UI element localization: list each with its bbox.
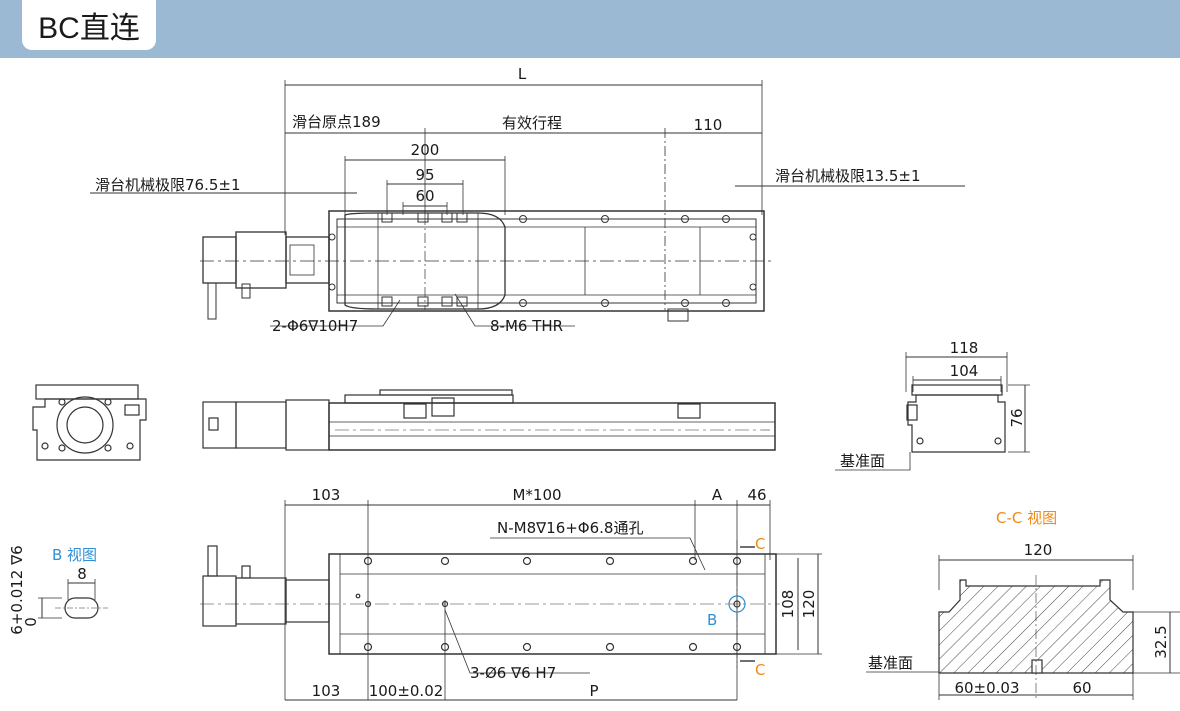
bottom-view (200, 500, 822, 701)
limit-right-label: 滑台机械极限13.5±1 (775, 167, 921, 185)
dim-100: 100±0.02 (369, 682, 444, 700)
page-title: BC直连 (22, 0, 156, 50)
dim-103-bottom: 103 (312, 682, 341, 700)
dim-zero: 0 (22, 617, 40, 627)
dim-60: 60 (1072, 679, 1091, 697)
dim-P: P (589, 682, 598, 700)
dim-46: 46 (747, 486, 766, 504)
dim-tolerance: 6+0.012 ∇6 (8, 545, 26, 634)
top-view (90, 80, 965, 327)
dim-110: 110 (694, 116, 723, 134)
dim-60-tol: 60±0.03 (954, 679, 1019, 697)
datum-label-end: 基准面 (840, 452, 885, 470)
dim-60: 60 (415, 187, 434, 205)
dim-76: 76 (1008, 408, 1026, 427)
dim-118: 118 (950, 339, 979, 357)
dim-120-cc: 120 (1024, 541, 1053, 559)
datum-label-cc: 基准面 (868, 654, 913, 672)
cc-view (866, 555, 1180, 700)
thread-note: 8-M6 THR (490, 317, 563, 335)
dim-L: L (518, 65, 527, 83)
b-view-title: B 视图 (52, 546, 97, 564)
dim-8: 8 (77, 565, 87, 583)
dim-108: 108 (779, 590, 797, 619)
limit-left-label: 滑台机械极限76.5±1 (95, 176, 241, 194)
hole-note: 2-Φ6∇10H7 (272, 317, 358, 335)
right-end-view (835, 352, 1030, 471)
dim-95: 95 (415, 166, 434, 184)
dim-103-top: 103 (312, 486, 341, 504)
dim-32-5: 32.5 (1152, 625, 1170, 658)
section-mark-bottom: C (755, 661, 765, 679)
left-end-view (32, 384, 147, 461)
mount-note: N-M8∇16+Φ6.8通孔 (497, 519, 643, 537)
cc-view-title: C-C 视图 (996, 509, 1057, 527)
side-view (202, 389, 776, 451)
dim-104: 104 (950, 362, 979, 380)
dim-200: 200 (411, 141, 440, 159)
dim-stroke: 有效行程 (502, 114, 562, 132)
pin-note: 3-Ø6 ∇6 H7 (470, 664, 556, 682)
header-banner (0, 0, 1180, 58)
dim-120-side: 120 (800, 590, 818, 619)
dim-pitch: M*100 (512, 486, 561, 504)
dim-A: A (712, 486, 723, 504)
view-mark-B: B (707, 611, 717, 629)
b-view (38, 579, 108, 619)
section-mark-top: C (755, 535, 765, 553)
dim-origin: 滑台原点189 (292, 113, 381, 131)
